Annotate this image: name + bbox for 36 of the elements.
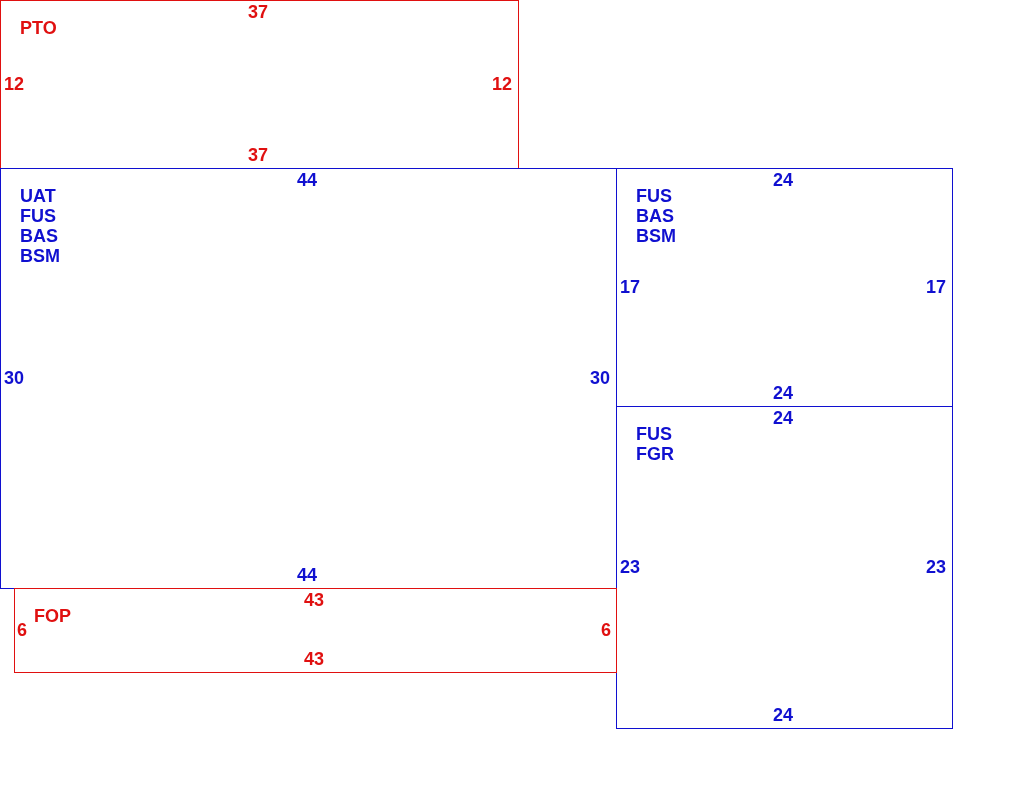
- dimension-label: 6: [17, 620, 27, 640]
- room-code: BSM: [20, 246, 60, 266]
- dimension-label: 44: [297, 565, 317, 585]
- dimension-label: 24: [773, 383, 793, 403]
- dimension-label: 37: [248, 145, 268, 165]
- room-code: UAT: [20, 186, 56, 206]
- dimension-label: 43: [304, 590, 324, 610]
- dimension-label: 12: [492, 74, 512, 94]
- dimension-label: 23: [926, 557, 946, 577]
- dimension-label: 6: [601, 620, 611, 640]
- dimension-label: 24: [773, 408, 793, 428]
- room-outline: [14, 588, 617, 673]
- room-code: FUS: [20, 206, 56, 226]
- dimension-label: 17: [620, 277, 640, 297]
- room-outline: [616, 406, 953, 729]
- dimension-label: 43: [304, 649, 324, 669]
- room-outline: [0, 0, 519, 169]
- room-code: FGR: [636, 444, 674, 464]
- dimension-label: 23: [620, 557, 640, 577]
- room-outline: [616, 168, 953, 407]
- dimension-label: 12: [4, 74, 24, 94]
- room-outline: [0, 168, 617, 589]
- dimension-label: 24: [773, 170, 793, 190]
- room-code: BAS: [636, 206, 674, 226]
- room-code: PTO: [20, 18, 57, 38]
- room-code: BSM: [636, 226, 676, 246]
- room-code: FUS: [636, 424, 672, 444]
- room-code: FUS: [636, 186, 672, 206]
- dimension-label: 44: [297, 170, 317, 190]
- room-code: FOP: [34, 606, 71, 626]
- dimension-label: 30: [590, 368, 610, 388]
- room-code: BAS: [20, 226, 58, 246]
- dimension-label: 24: [773, 705, 793, 725]
- dimension-label: 30: [4, 368, 24, 388]
- dimension-label: 17: [926, 277, 946, 297]
- dimension-label: 37: [248, 2, 268, 22]
